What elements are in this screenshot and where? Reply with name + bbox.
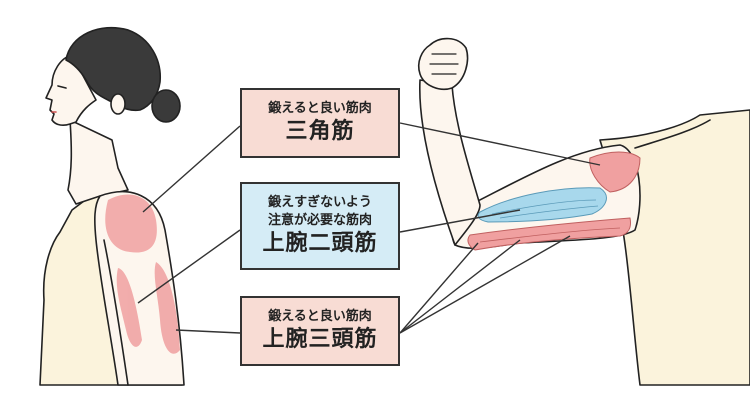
leader-deltoid-right [399,122,601,166]
deltoid-name: 三角筋 [285,119,355,144]
biceps-note-line1: 鍛えすぎないよう [268,195,372,210]
biceps-note-line2: 注意が必要な筋肉 [267,213,372,228]
leader-deltoid-left [142,125,241,213]
hair-bun [151,89,181,123]
triceps-name: 上腕三頭筋 [262,327,378,352]
triceps-highlight-front [116,268,142,347]
leader-lines [137,122,601,334]
leader-triceps-right-3 [399,235,571,334]
right-muscle-highlights [467,151,641,251]
deltoid-note: 鍛えると良い筋肉 [268,101,372,116]
triceps-note: 鍛えると良い筋肉 [268,309,372,324]
hair [65,26,161,112]
biceps-label: 鍛えすぎないよう 注意が必要な筋肉 上腕二頭筋 [240,182,400,270]
deltoid-fibres [589,151,641,193]
left-muscle-highlights [105,194,180,354]
face [45,54,97,126]
leader-triceps-right-1 [399,242,479,334]
leader-triceps-left [175,329,241,334]
forearm [418,79,481,246]
deltoid-highlight [105,194,157,253]
leader-biceps-left [137,229,241,304]
neck [67,119,129,205]
triceps-highlight-rear [154,262,180,354]
deltoid-label: 鍛えると良い筋肉 三角筋 [240,88,400,158]
leader-biceps-right [399,209,521,233]
biceps-name: 上腕二頭筋 [262,231,378,256]
leader-triceps-right-2 [399,239,521,334]
triceps-label: 鍛えると良い筋肉 上腕三頭筋 [240,296,400,366]
